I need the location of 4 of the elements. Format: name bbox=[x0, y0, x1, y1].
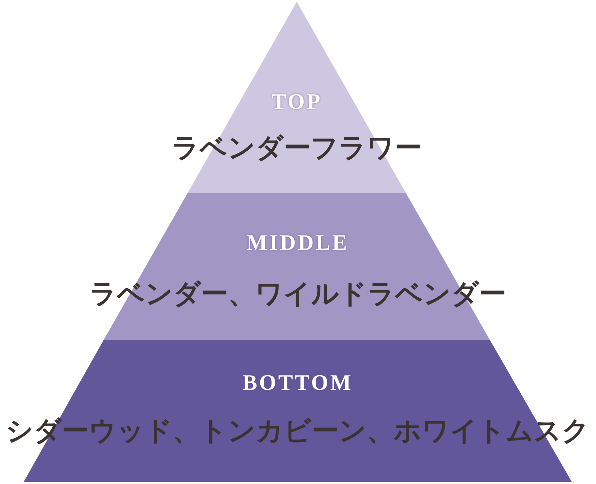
tier-heading: MIDDLE bbox=[246, 231, 350, 255]
tier-heading: TOP bbox=[272, 90, 322, 114]
tier-heading: BOTTOM bbox=[242, 371, 354, 395]
tier-text: ラベンダーフラワー bbox=[172, 134, 422, 164]
